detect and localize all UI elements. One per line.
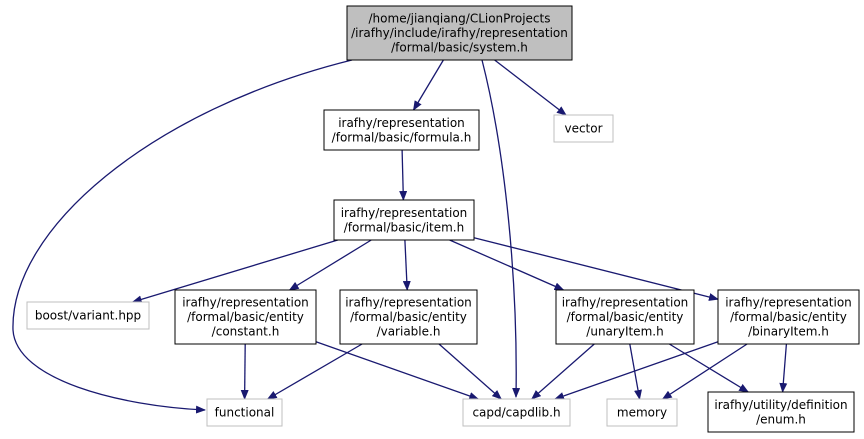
node-label-line: /constant.h: [212, 325, 280, 339]
node-unary-item[interactable]: irafhy/representation/formal/basic/entit…: [555, 289, 695, 345]
node-box: [174, 289, 317, 345]
node-box: [26, 301, 150, 330]
node-vector[interactable]: vector: [553, 114, 614, 143]
edge-constant-to-capdlib: [315, 341, 480, 400]
edge-variable-to-capdlib: [438, 343, 502, 400]
node-formula[interactable]: irafhy/representation/formal/basic/formu…: [323, 109, 480, 151]
node-label-line: /formal/basic/entity: [730, 310, 847, 324]
node-functional[interactable]: functional: [206, 398, 283, 427]
node-label-line: /enum.h: [756, 412, 806, 426]
node-enum[interactable]: irafhy/utility/definition/enum.h: [707, 391, 855, 433]
edge-binary-item-to-capdlib: [554, 341, 719, 400]
edge-binary-item-to-memory: [661, 343, 748, 400]
node-label-line: irafhy/representation: [182, 296, 309, 310]
node-memory[interactable]: memory: [606, 398, 678, 427]
node-label-line: /irafhy/include/irafhy/representation: [351, 26, 568, 40]
node-box: [323, 109, 480, 151]
node-label-line: irafhy/representation: [338, 116, 465, 130]
node-label-line: irafhy/utility/definition: [714, 398, 847, 412]
node-label-line: /unaryItem.h: [586, 325, 663, 339]
node-box: [462, 398, 571, 427]
edge-formula-to-item: [399, 149, 408, 201]
node-constant[interactable]: irafhy/representation/formal/basic/entit…: [174, 289, 317, 345]
node-label-line: /home/jianqiang/CLionProjects: [369, 12, 551, 26]
edge-constant-to-functional: [240, 343, 249, 400]
edge-item-to-variable: [402, 239, 411, 291]
node-variable[interactable]: irafhy/representation/formal/basic/entit…: [339, 289, 478, 345]
node-box: [555, 289, 695, 345]
node-box: [717, 289, 860, 345]
edge-item-to-unary-item: [449, 239, 565, 291]
node-boost-variant[interactable]: boost/variant.hpp: [26, 301, 150, 330]
edge-item-to-boost-variant: [131, 239, 338, 304]
edge-system-to-vector: [494, 59, 567, 116]
node-label-line: boost/variant.hpp: [35, 309, 141, 323]
edge-system-to-functional: [12, 59, 353, 414]
node-label-line: /binaryItem.h: [748, 325, 829, 339]
edge-system-to-formula: [412, 59, 444, 111]
edge-system-to-capdlib: [481, 59, 521, 398]
node-box: [707, 391, 855, 433]
node-label-line: irafhy/representation: [341, 206, 468, 220]
edges-layer: [12, 59, 788, 414]
node-label-line: /formal/basic/system.h: [391, 41, 528, 55]
nodes-layer: /home/jianqiang/CLionProjects/irafhy/inc…: [26, 5, 860, 433]
edge-variable-to-functional: [266, 343, 363, 400]
node-label-line: vector: [564, 122, 602, 136]
node-box: [339, 289, 478, 345]
node-label-line: capd/capdlib.h: [472, 406, 560, 420]
node-label-line: /formal/basic/entity: [350, 310, 467, 324]
node-label-line: irafhy/representation: [345, 296, 472, 310]
edge-unary-item-to-enum: [668, 343, 750, 393]
node-label-line: /formal/basic/entity: [567, 310, 684, 324]
node-box: [606, 398, 678, 427]
node-label-line: /formal/basic/entity: [187, 310, 304, 324]
node-label-line: /formal/basic/formula.h: [332, 130, 472, 144]
node-box: [553, 114, 614, 143]
edge-unary-item-to-capdlib: [531, 343, 595, 400]
node-binary-item[interactable]: irafhy/representation/formal/basic/entit…: [717, 289, 860, 345]
node-system[interactable]: /home/jianqiang/CLionProjects/irafhy/inc…: [346, 5, 573, 61]
node-item[interactable]: irafhy/representation/formal/basic/item.…: [333, 199, 475, 241]
node-capdlib[interactable]: capd/capdlib.h: [462, 398, 571, 427]
edge-item-to-constant: [288, 239, 372, 291]
node-label-line: /variable.h: [377, 325, 441, 339]
node-box: [333, 199, 475, 241]
node-label-line: irafhy/representation: [725, 296, 852, 310]
node-label-line: /formal/basic/item.h: [344, 220, 464, 234]
edge-item-to-binary-item: [473, 237, 719, 301]
node-box: [206, 398, 283, 427]
node-label-line: irafhy/representation: [562, 296, 689, 310]
node-box: [346, 5, 573, 61]
node-label-line: memory: [617, 406, 667, 420]
edge-binary-item-to-enum: [779, 343, 788, 393]
node-label-line: functional: [215, 406, 275, 420]
